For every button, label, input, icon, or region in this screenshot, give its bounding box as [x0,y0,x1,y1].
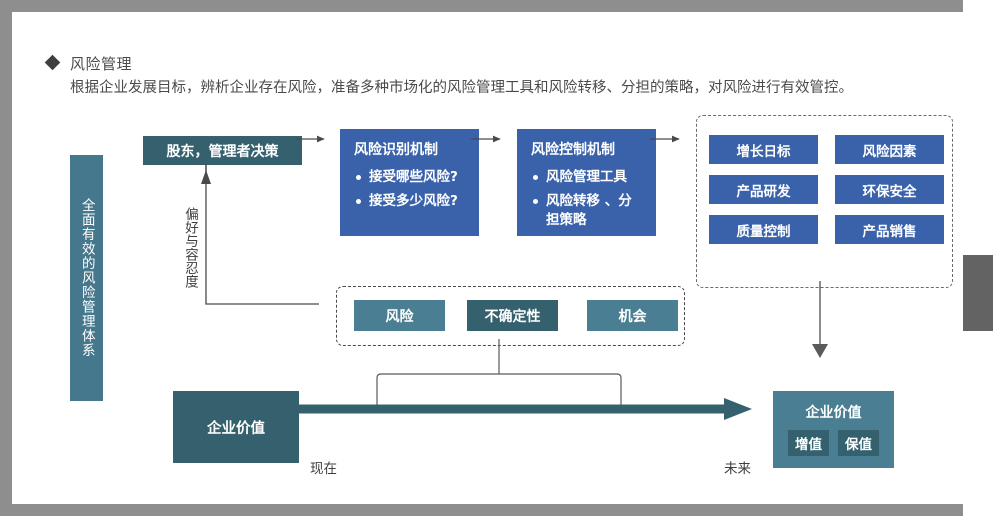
objective-label: 质量控制 [736,223,791,240]
risk-control-title: 风险控制机制 [531,142,615,158]
preference-tolerance-label: 偏好与容忍度 [182,207,198,288]
status-badge: 保值 [838,430,879,456]
list-item: 风险管理工具 [531,168,644,187]
objective-label: 增长日标 [736,143,791,160]
side-banner: 全面有效的风险管理体系 [70,155,103,401]
objective-label: 环保安全 [862,183,917,200]
page-title: 风险管理 [70,55,133,73]
enterprise-value-future-box[interactable]: 企业价值 增值 保值 [773,391,894,468]
objective-box[interactable]: 环保安全 [835,175,944,204]
risk-identification-box[interactable]: 风险识别机制 接受哪些风险? 接受多少风险? [340,129,479,236]
objective-box[interactable]: 质量控制 [709,215,818,244]
objective-label: 产品研发 [736,183,791,200]
timeline-label-now: 现在 [310,461,337,477]
scrollbar-track[interactable] [963,0,993,516]
enterprise-value-now-label: 企业价值 [207,420,265,437]
list-item: 风险转移 、分担策略 [531,192,644,230]
opportunity-chip-label: 机会 [618,308,647,325]
list-item: 接受多少风险? [354,192,467,211]
enterprise-value-future-title: 企业价值 [805,405,862,421]
page-subtitle: 根据企业发展目标，辨析企业存在风险，准备多种市场化的风险管理工具和风险转移、分担… [70,80,853,96]
diamond-bullet-icon [44,54,61,71]
enterprise-value-now-box[interactable]: 企业价值 [173,391,299,463]
uncertainty-chip-label: 不确定性 [484,308,541,325]
risk-identification-title: 风险识别机制 [354,142,438,158]
value-badge-row: 增值 保值 [788,430,879,456]
risk-chip[interactable]: 风险 [354,300,445,331]
objectives-dashed-group [696,115,953,288]
uncertainty-chip[interactable]: 不确定性 [467,300,558,331]
slide-canvas: 风险管理 根据企业发展目标，辨析企业存在风险，准备多种市场化的风险管理工具和风险… [12,12,963,504]
objective-box[interactable]: 产品研发 [709,175,818,204]
timeline-label-future: 未来 [724,461,751,477]
objective-label: 风险因素 [862,143,917,160]
risk-chip-label: 风险 [385,308,414,325]
risk-identification-list: 接受哪些风险? 接受多少风险? [354,168,467,216]
objective-label: 产品销售 [862,223,917,240]
objective-box[interactable]: 产品销售 [835,215,944,244]
risk-control-list: 风险管理工具 风险转移 、分担策略 [531,168,644,235]
objective-box[interactable]: 风险因素 [835,135,944,164]
status-badge: 增值 [788,430,829,456]
opportunity-chip[interactable]: 机会 [587,300,678,331]
risk-control-box[interactable]: 风险控制机制 风险管理工具 风险转移 、分担策略 [517,129,656,236]
scrollbar-thumb[interactable] [963,255,993,331]
stakeholder-decision-label: 股东，管理者决策 [166,143,279,160]
objective-box[interactable]: 增长日标 [709,135,818,164]
stakeholder-decision-box[interactable]: 股东，管理者决策 [143,136,302,165]
list-item: 接受哪些风险? [354,168,467,187]
risk-uncertainty-dashed-group [336,286,685,346]
